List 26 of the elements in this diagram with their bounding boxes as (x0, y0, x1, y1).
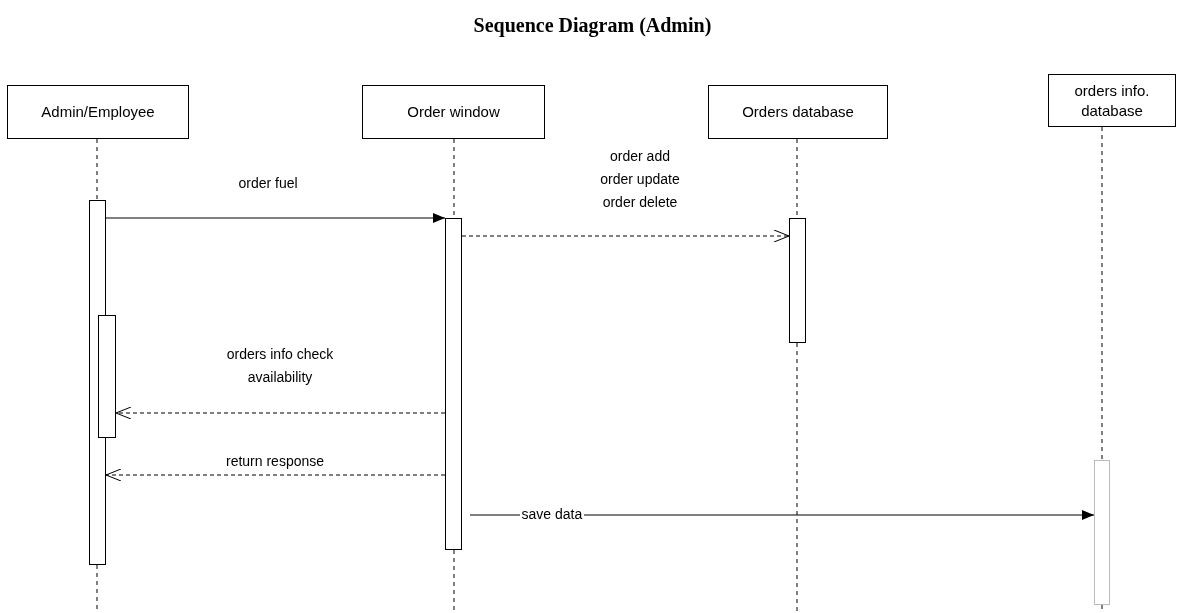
participant-name: Order window (407, 102, 500, 122)
lifeline (1101, 126, 1103, 461)
activation-bar (1094, 460, 1110, 605)
participant-box (1048, 74, 1176, 127)
activation-bar (98, 315, 116, 438)
message-arrow (105, 468, 446, 482)
message-label: order fuel (238, 174, 298, 193)
participant-box (7, 85, 189, 139)
message-label: return response (226, 452, 325, 471)
lifeline (453, 549, 455, 613)
lifeline (96, 138, 98, 201)
message-label: order add order update order delete (599, 147, 681, 212)
participant-name: Admin/Employee (41, 102, 155, 122)
message-arrow (469, 510, 1095, 520)
participant-box (708, 85, 888, 139)
participant-name: Orders database (742, 102, 854, 122)
message-arrow (105, 213, 446, 223)
message-arrow (461, 229, 790, 243)
activation-bar (789, 218, 806, 343)
message-label: orders info check availability (225, 345, 335, 387)
participant-name: orders info. database (1073, 80, 1151, 121)
lifeline (796, 342, 798, 613)
diagram-title: Sequence Diagram (Admin) (473, 14, 712, 36)
participant-box (362, 85, 545, 139)
message-arrow (115, 406, 446, 420)
activation-bar (445, 218, 462, 550)
